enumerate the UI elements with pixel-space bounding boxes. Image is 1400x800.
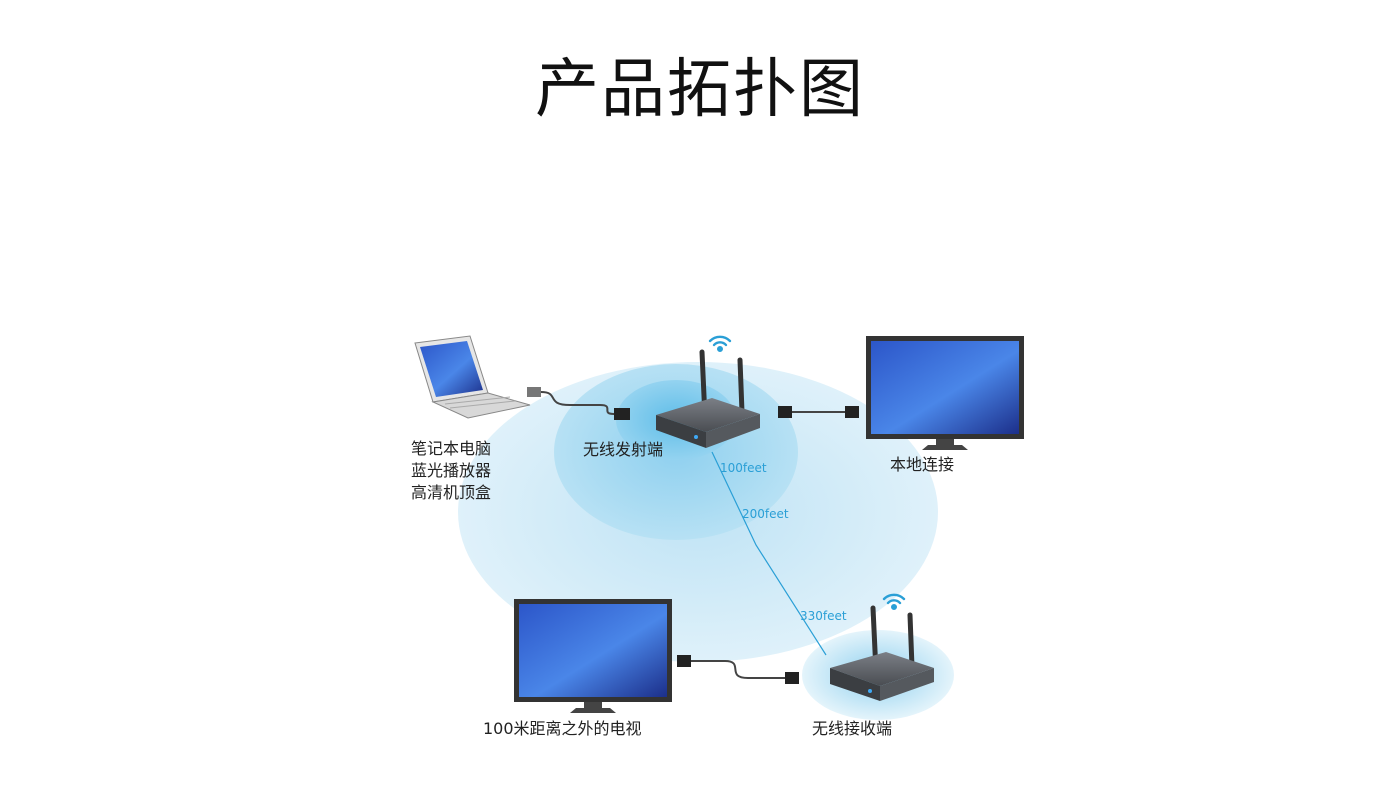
page-title: 产品拓扑图 (535, 53, 865, 127)
hdmi-cable-local (778, 406, 859, 418)
label-receiver: 无线接收端 (812, 719, 892, 738)
wifi-icon-receiver (882, 593, 906, 611)
label-source-laptop: 笔记本电脑 (411, 439, 491, 458)
label-local-connection: 本地连接 (890, 455, 954, 474)
transmitter-device-icon (656, 349, 760, 448)
label-source-bluray: 蓝光播放器 (411, 461, 491, 480)
remote-tv-icon (514, 599, 672, 713)
label-remote-tv: 100米距离之外的电视 (483, 719, 642, 738)
distance-label-330: 330feet (800, 609, 847, 623)
distance-line (711, 451, 827, 656)
receiver-device-icon (830, 605, 934, 701)
hdmi-cable-remote (677, 655, 799, 684)
label-source-settopbox: 高清机顶盒 (411, 483, 491, 502)
distance-label-100: 100feet (720, 461, 767, 475)
local-tv-icon (866, 336, 1024, 450)
wifi-icon-transmitter (708, 335, 732, 353)
distance-label-200: 200feet (742, 507, 789, 521)
label-transmitter: 无线发射端 (583, 440, 663, 459)
hdmi-cable-source (527, 387, 630, 420)
laptop-icon (414, 335, 531, 419)
